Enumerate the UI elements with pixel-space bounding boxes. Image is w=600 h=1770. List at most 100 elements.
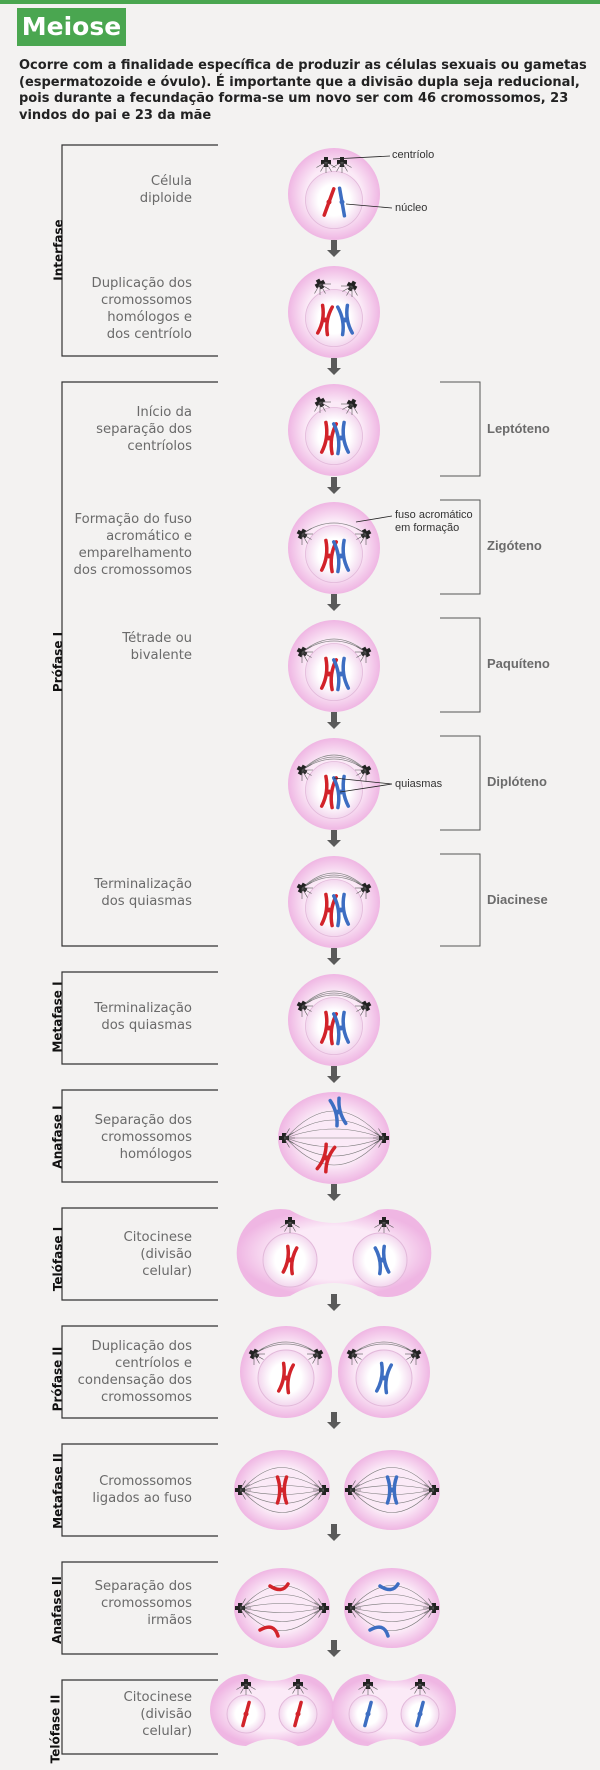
centriole-icon	[313, 1480, 329, 1500]
chromosome	[378, 1582, 400, 1592]
phase-telofase1: Telófase I	[51, 1226, 66, 1292]
chromosome	[415, 1700, 425, 1728]
leader-fuso	[355, 515, 393, 523]
centriole-icon	[296, 646, 314, 664]
cell-anafase2	[344, 1568, 440, 1648]
phase-bracket	[61, 381, 218, 947]
substage-bracket	[440, 735, 481, 831]
centriole-icon	[354, 646, 372, 664]
centriole-icon	[374, 1217, 394, 1233]
cell	[288, 148, 380, 240]
chromosome	[293, 1700, 303, 1728]
label-inicio: Início da separação dos centríolos	[96, 405, 192, 454]
annotation-nucleo: núcleo	[395, 202, 428, 214]
centriole-icon	[345, 1598, 361, 1618]
arrow-down	[327, 594, 341, 611]
arrow-down	[327, 240, 341, 257]
centriole-icon	[279, 1128, 295, 1148]
phase-interfase: Interfase	[51, 219, 66, 281]
cell-profase2	[240, 1326, 332, 1418]
cell-telofase2	[332, 1674, 456, 1746]
arrow-down	[327, 1066, 341, 1083]
substage-paquiteno: Paquíteno	[487, 656, 550, 671]
annotation-quiasmas: quiasmas	[395, 778, 443, 790]
centriole-icon	[373, 1128, 389, 1148]
cell-telofase2	[210, 1674, 334, 1746]
centriole-icon	[280, 1217, 300, 1233]
phase-profase2: Prófase II	[50, 1346, 65, 1412]
phase-bracket	[61, 1561, 218, 1655]
centriole-icon	[340, 398, 358, 416]
annotation-leaders	[332, 155, 393, 793]
chromosome	[335, 303, 355, 337]
phase-metafase2: Metafase II	[50, 1453, 65, 1529]
leader-nucleo	[345, 203, 393, 209]
centriole-icon	[332, 157, 352, 173]
label-terminal1: Terminalização dos quiasmas	[94, 877, 192, 909]
phase-bracket	[61, 1207, 218, 1301]
label-terminal2: Terminalização dos quiasmas	[94, 1001, 192, 1033]
arrow-down	[327, 1184, 341, 1201]
substage-diacinese: Diacinese	[487, 892, 548, 907]
chromosome	[331, 538, 351, 574]
chromosome	[275, 1475, 289, 1505]
cell	[288, 974, 380, 1066]
phase-brackets	[61, 144, 218, 1755]
chromosome	[385, 1475, 399, 1505]
substage-bracket	[440, 617, 481, 713]
centriole-icon	[296, 882, 314, 900]
chromosome	[331, 1010, 351, 1046]
centriole-icon	[236, 1679, 256, 1695]
arrow-down	[327, 712, 341, 729]
cell-profase2	[338, 1326, 430, 1418]
phase-bracket	[61, 971, 218, 1065]
label-duplicacao: Duplicação dos cromossomos homólogos e d…	[91, 276, 192, 342]
centriole-icon	[314, 278, 332, 296]
top-accent-bar	[0, 0, 600, 4]
substage-leptoteno: Leptóteno	[487, 421, 550, 436]
centriole-icon	[404, 1348, 422, 1366]
leader-centriolo	[332, 155, 391, 160]
chromosome	[258, 1625, 280, 1638]
chromosome	[368, 1625, 390, 1638]
centriole-icon	[346, 1348, 364, 1366]
substage-diploteno: Diplóteno	[487, 774, 547, 789]
nucleus	[305, 525, 363, 583]
arrow-down	[327, 1412, 341, 1429]
arrow-down	[327, 830, 341, 847]
label-tetrade: Tétrade ou bivalente	[122, 631, 192, 663]
annotation-fuso: fuso acromático em formação	[395, 509, 473, 534]
centriole-icon	[354, 764, 372, 782]
cell-metafase2	[234, 1450, 330, 1530]
phase-bracket	[61, 144, 218, 357]
chromosome	[268, 1582, 290, 1592]
arrow-down	[327, 358, 341, 375]
centriole-icon	[248, 1348, 266, 1366]
centriole-icon	[235, 1598, 251, 1618]
annotation-centriolo: centríolo	[392, 149, 435, 161]
page-title: Meiose	[17, 8, 126, 46]
centriole-icon	[358, 1679, 378, 1695]
substage-zigoteno: Zigóteno	[487, 538, 542, 553]
substage-bracket	[440, 381, 481, 477]
centriole-icon	[410, 1679, 430, 1695]
phase-anafase2: Anafase II	[49, 1576, 64, 1644]
centriole-icon	[340, 280, 358, 298]
arrows	[327, 240, 341, 1657]
cell-anafase2	[234, 1568, 330, 1648]
cell	[288, 738, 380, 830]
chromosome	[373, 1244, 391, 1276]
label-citocinese2: Citocinese (divisão celular)	[123, 1690, 192, 1739]
chromosome	[337, 186, 347, 218]
centriole-icon	[296, 764, 314, 782]
chromosome	[241, 1700, 251, 1728]
cell	[288, 620, 380, 712]
centriole-icon	[235, 1480, 251, 1500]
label-separacao-homologos: Separação dos cromossomos homólogos	[94, 1113, 192, 1162]
nucleus	[305, 997, 363, 1055]
chromosome	[276, 1361, 296, 1395]
chromosome	[331, 656, 351, 692]
arrow-down	[327, 1640, 341, 1657]
centriole-icon	[423, 1480, 439, 1500]
phase-metafase1: Metafase I	[50, 981, 65, 1053]
